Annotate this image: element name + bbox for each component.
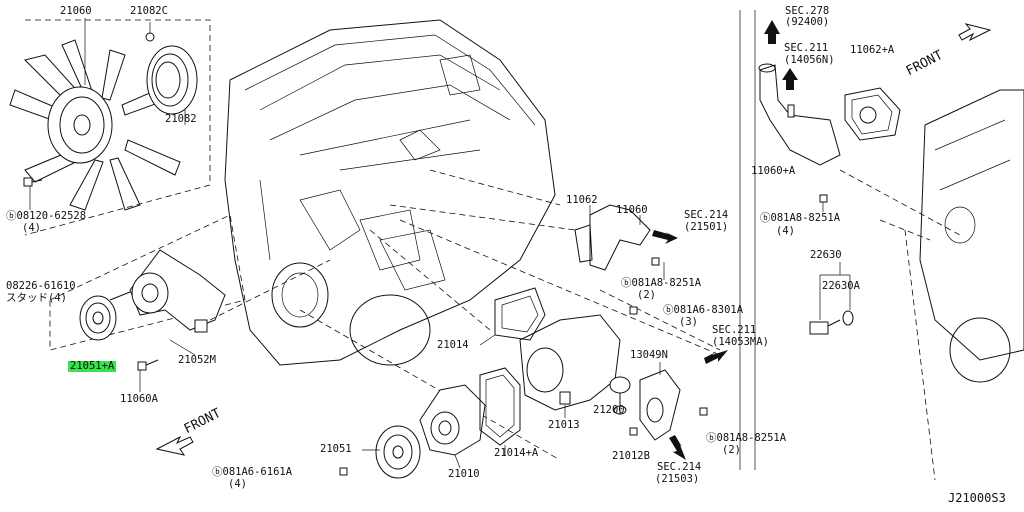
fan-bolt [23, 177, 43, 187]
part-21010[interactable]: 21010 [448, 468, 480, 480]
part-21052M[interactable]: 21052M [178, 354, 216, 366]
part-21060[interactable]: 21060 [60, 5, 92, 17]
sec-211-mid-code: (14053MA) [712, 336, 769, 348]
water-pump [375, 384, 486, 479]
diagram-id: J21000S3 [948, 491, 1006, 505]
sec-278[interactable]: SEC.278 [785, 5, 830, 17]
inset-leader-a [839, 169, 961, 236]
sec-214-bottom-code: (21503) [655, 473, 700, 485]
water-inlet-housing [519, 314, 621, 411]
sec-214-bottom[interactable]: SEC.214 [657, 461, 702, 473]
pump-pulley [79, 295, 117, 341]
bolt-081A8-8251A-bottom[interactable]: ⓑ081A8-8251A [706, 432, 787, 444]
leader-f [299, 309, 561, 461]
part-21013[interactable]: 21013 [548, 419, 580, 431]
inset-leader-b [879, 219, 931, 241]
bolt-08120-62528[interactable]: ⓑ08120-62528 [6, 210, 87, 222]
label-leaders [29, 18, 665, 469]
bolt-081A8-8251A-right[interactable]: ⓑ081A8-8251A [760, 212, 841, 224]
bracket-bolt [137, 359, 159, 371]
bolt-081A6-8301A[interactable]: ⓑ081A6-8301A [663, 304, 744, 316]
leader-g [599, 289, 721, 351]
bolt-081A8-mid-qty: (2) [637, 289, 656, 301]
sec-arrows [652, 20, 798, 460]
part-11062A[interactable]: 11062+A [850, 44, 895, 56]
part-21082[interactable]: 21082 [165, 113, 197, 125]
bolt-081A8-right-qty: (4) [776, 225, 795, 237]
part-21082C[interactable]: 21082C [130, 5, 168, 17]
part-21014A[interactable]: 21014+A [494, 447, 539, 459]
sec-278-code: (92400) [785, 16, 830, 28]
small-bolts [339, 257, 708, 476]
fan-coupling [145, 22, 198, 115]
inset-gasket [844, 87, 901, 141]
sec-214-top-code: (21501) [684, 221, 729, 233]
part-11060[interactable]: 11060 [616, 204, 648, 216]
temp-sensor [809, 262, 854, 335]
sec-211-top-code: (14056N) [784, 54, 835, 66]
bolt-08120-qty: (4) [22, 222, 41, 234]
leader-c [429, 169, 561, 206]
sec-214-top[interactable]: SEC.214 [684, 209, 729, 221]
bolt-081A8-8251A-mid[interactable]: ⓑ081A8-8251A [621, 277, 702, 289]
leader-a [209, 259, 331, 321]
inset-dashed-divider [904, 229, 936, 481]
part-21200[interactable]: 21200 [593, 404, 625, 416]
part-21051[interactable]: 21051 [320, 443, 352, 455]
bolt-081A8-bottom-qty: (2) [722, 444, 741, 456]
bolt-081A6-6161A-qty: (4) [228, 478, 247, 490]
part-08226-61610[interactable]: 08226-61610 [6, 280, 76, 292]
part-21014[interactable]: 21014 [437, 339, 469, 351]
inset-outlet-pipe [758, 63, 841, 166]
inset-engine [919, 89, 1024, 383]
sec-211-top[interactable]: SEC.211 [784, 42, 829, 54]
leader-b [389, 204, 576, 231]
bolt-081A6-8301A-qty: (3) [679, 316, 698, 328]
inset-bolt [819, 194, 828, 212]
pump-group-box [49, 214, 246, 351]
front-arrow-right [958, 23, 992, 42]
pump-gasket-21014A [479, 367, 521, 446]
part-22630A[interactable]: 22630A [822, 280, 860, 292]
fan-group-box [24, 19, 211, 236]
water-outlet-11060 [574, 204, 651, 271]
pump-bracket [109, 249, 226, 333]
part-11062[interactable]: 11062 [566, 194, 598, 206]
thermostat-cover [639, 369, 681, 441]
gasket-21014 [494, 287, 546, 341]
leader-e [369, 229, 491, 331]
part-21051A-highlighted[interactable]: 21051+A [68, 360, 117, 372]
part-11060plusA[interactable]: 11060+A [751, 165, 796, 177]
part-21012B[interactable]: 21012B [612, 450, 650, 462]
engine-block [224, 19, 556, 366]
front-arrow-left [155, 435, 194, 456]
part-22630[interactable]: 22630 [810, 249, 842, 261]
bolt-081A6-6161A[interactable]: ⓑ081A6-6161A [212, 466, 293, 478]
leader-d [399, 219, 721, 356]
sec-211-mid[interactable]: SEC.211 [712, 324, 757, 336]
part-11060A[interactable]: 11060A [120, 393, 158, 405]
part-13049N[interactable]: 13049N [630, 349, 668, 361]
part-08226-stud-qty: スタッド(4) [6, 292, 67, 304]
